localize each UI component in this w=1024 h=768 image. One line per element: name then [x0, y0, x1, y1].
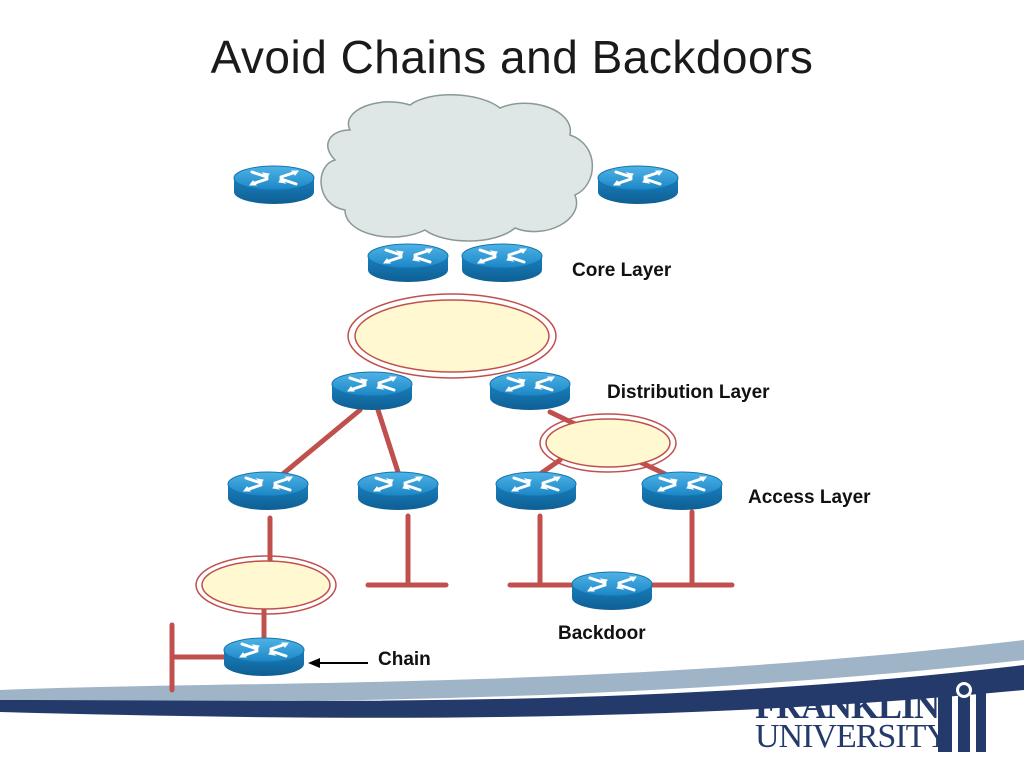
router-icon: [356, 470, 440, 512]
distribution-ring: [539, 413, 677, 473]
core-ring: [347, 293, 557, 379]
router-icon: [596, 164, 680, 206]
slide-title: Avoid Chains and Backdoors: [210, 31, 814, 83]
router-icon: [366, 242, 450, 284]
router-icon: [460, 242, 544, 284]
router-icon: [488, 370, 572, 412]
router-icon: [232, 164, 316, 206]
network-links: [169, 407, 735, 693]
router-icon: [640, 470, 724, 512]
link-dist1-acc1: [275, 407, 363, 481]
link-ring-acc4: [637, 459, 668, 477]
core-layer-label: Core Layer: [572, 260, 672, 281]
brand-line2: UNIVERSITY: [755, 718, 950, 755]
router-icon: [570, 570, 654, 612]
brand-line1: FRANKLIN: [755, 686, 940, 726]
link-dist2-ring: [547, 409, 578, 427]
distribution-layer-label: Distribution Layer: [607, 382, 770, 403]
router-icon: [330, 370, 414, 412]
chain-label: Chain: [378, 649, 431, 670]
left-arrow-icon: [308, 658, 368, 668]
franklin-university-logo: FRANKLIN UNIVERSITY: [755, 686, 950, 755]
cloud-icon: [320, 94, 594, 242]
access-layer-label: Access Layer: [748, 487, 871, 508]
router-icon: [494, 470, 578, 512]
link-dist1-acc2: [375, 407, 401, 475]
footer-swoosh: [0, 640, 1024, 718]
backdoor-label: Backdoor: [558, 623, 646, 644]
chain-ring: [195, 555, 337, 615]
router-icon: [226, 470, 310, 512]
router-icon: [222, 636, 306, 678]
franklin-crest-icon: [938, 678, 986, 752]
